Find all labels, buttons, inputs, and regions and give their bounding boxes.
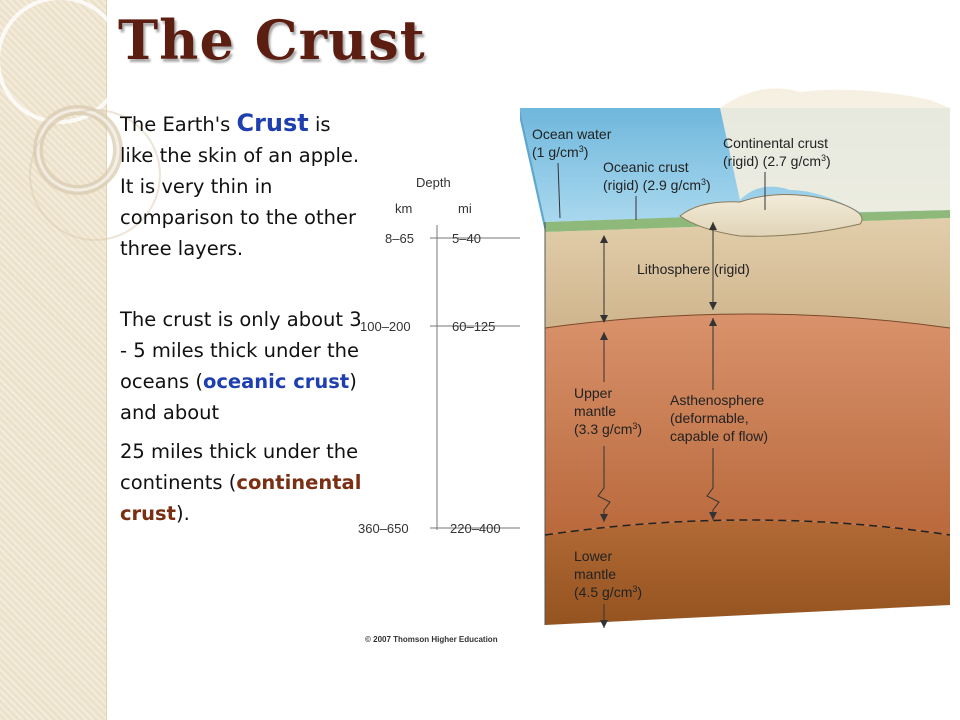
depth-scale: Depth km mi 8–65 5–40 100–200 60–125 360…	[358, 175, 520, 536]
depth-km-1: 8–65	[385, 231, 414, 246]
ocean-water-label: Ocean water (1 g/cm3)	[532, 126, 612, 219]
text-lead: 25 miles thick under the continents (	[120, 440, 359, 494]
lower-mantle-label: Lower mantle (4.5 g/cm3)	[574, 548, 642, 628]
lower-mantle-close: )	[637, 584, 642, 600]
continental-crust-label: Continental crust (rigid) (2.7 g/cm3)	[723, 135, 831, 210]
depth-label: Depth	[416, 175, 451, 190]
upper-mantle-close: )	[637, 421, 642, 437]
depth-km-3: 360–650	[358, 521, 409, 536]
continental-crust-sup: 3	[821, 153, 826, 163]
lower-mantle-line2: mantle	[574, 566, 616, 582]
text-lead: The Earth's	[120, 113, 237, 136]
oceanic-crust-close: )	[706, 177, 711, 193]
lower-mantle-layer	[545, 520, 950, 625]
paragraph-crust-skin: The Earth's Crust is like the skin of an…	[118, 108, 368, 264]
lithosphere-layer	[545, 218, 950, 328]
svg-text:(4.5 g/cm3): (4.5 g/cm3)	[574, 584, 642, 600]
asthenosphere-line1: Asthenosphere	[670, 392, 764, 408]
decorative-sidebar	[0, 0, 107, 720]
svg-text:(rigid) (2.7 g/cm3): (rigid) (2.7 g/cm3)	[723, 153, 831, 169]
text-rest: ) and about	[120, 370, 357, 424]
oceanic-crust-label: Oceanic crust (rigid) (2.9 g/cm3)	[603, 159, 711, 220]
lower-mantle-line1: Lower	[574, 548, 612, 564]
depth-mi-2: 60–125	[452, 319, 495, 334]
lower-mantle-density: (4.5 g/cm	[574, 584, 632, 600]
upper-mantle-label: Upper mantle (3.3 g/cm3)	[574, 332, 642, 522]
upper-mantle-density: (3.3 g/cm	[574, 421, 632, 437]
ocean-water-density: (1 g/cm	[532, 144, 579, 160]
upper-mantle-sup: 3	[632, 421, 637, 431]
keyword-oceanic-crust: oceanic crust	[202, 370, 350, 393]
keyword-crust: Crust	[236, 109, 309, 137]
depth-mi-3: 220–400	[450, 521, 501, 536]
continental-crust-mountain	[679, 88, 950, 237]
svg-text:(rigid) (2.9 g/cm3): (rigid) (2.9 g/cm3)	[603, 177, 711, 193]
asthenosphere-line2: (deformable,	[670, 410, 749, 426]
asthenosphere-line3: capable of flow)	[670, 428, 768, 444]
upper-mantle-layer	[545, 314, 950, 535]
paragraph-continental: 25 miles thick under the continents (con…	[118, 436, 368, 529]
asthenosphere-label: Asthenosphere (deformable, capable of fl…	[670, 318, 768, 520]
svg-text:(1 g/cm3): (1 g/cm3)	[532, 144, 588, 160]
svg-text:(3.3 g/cm3): (3.3 g/cm3)	[574, 421, 642, 437]
text-rest: is like the skin of an apple. It is very…	[120, 113, 360, 260]
km-label: km	[395, 201, 412, 216]
keyword-continental-crust: continental crust	[120, 471, 362, 525]
copyright-notice: © 2007 Thomson Higher Education	[365, 635, 498, 644]
ocean-water-close: )	[584, 144, 589, 160]
text-rest: ).	[176, 502, 190, 525]
upper-mantle-line2: mantle	[574, 403, 616, 419]
text-lead: The crust is only about 3 - 5 miles thic…	[120, 308, 362, 393]
lithosphere-name: Lithosphere (rigid)	[637, 261, 750, 277]
paragraph-oceanic: The crust is only about 3 - 5 miles thic…	[118, 304, 368, 428]
page-title: The Crust	[118, 8, 426, 72]
continental-crust-close: )	[826, 153, 831, 169]
continental-crust-desc: (rigid) (2.7 g/cm	[723, 153, 821, 169]
ocean-water-sup: 3	[579, 144, 584, 154]
lithosphere-label: Lithosphere (rigid)	[600, 222, 750, 323]
depth-km-2: 100–200	[360, 319, 411, 334]
ocean-water-name: Ocean water	[532, 126, 612, 142]
mi-label: mi	[458, 201, 472, 216]
continental-crust-name: Continental crust	[723, 135, 828, 151]
lower-mantle-sup: 3	[632, 584, 637, 594]
oceanic-crust-sup: 3	[701, 177, 706, 187]
block-outline	[544, 222, 951, 625]
oceanic-crust-name: Oceanic crust	[603, 159, 689, 175]
depth-mi-1: 5–40	[452, 231, 481, 246]
upper-mantle-line1: Upper	[574, 385, 612, 401]
earth-layers-diagram: Depth km mi 8–65 5–40 100–200 60–125 360…	[358, 88, 951, 644]
oceanic-crust-desc: (rigid) (2.9 g/cm	[603, 177, 701, 193]
body-text: The Earth's Crust is like the skin of an…	[118, 108, 368, 543]
